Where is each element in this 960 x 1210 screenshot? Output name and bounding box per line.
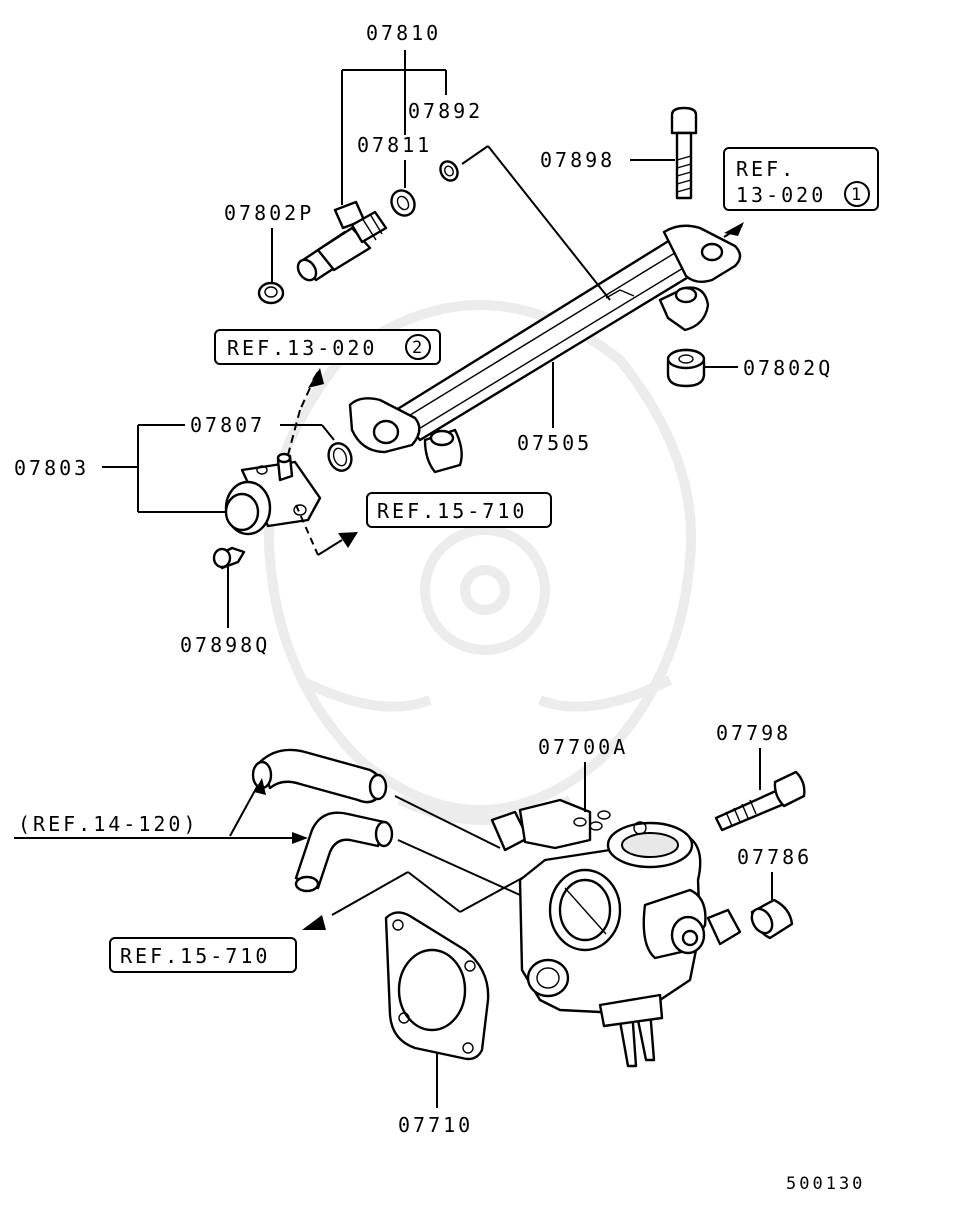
svg-text:07786: 07786 xyxy=(737,845,812,869)
fuel-injector xyxy=(296,200,388,282)
hose-upper xyxy=(251,748,388,804)
arrow-to-ref-15-710-upper xyxy=(295,504,358,556)
fuel-rail-07505 xyxy=(348,224,742,474)
svg-text:13-020: 13-020 xyxy=(736,183,826,207)
callout-07802Q: 07802Q xyxy=(705,356,833,380)
svg-text:1: 1 xyxy=(851,185,864,205)
callout-07710: 07710 xyxy=(398,1052,473,1137)
svg-text:07807: 07807 xyxy=(190,413,265,437)
ref-14-120-label[interactable]: (REF.14-120) xyxy=(18,812,199,836)
callout-07798: 07798 xyxy=(716,721,791,790)
svg-text:07798: 07798 xyxy=(716,721,791,745)
svg-text:07505: 07505 xyxy=(517,431,592,455)
ref-13-020-1-box[interactable]: REF. 13-020 1 xyxy=(723,147,879,211)
callout-07505: 07505 xyxy=(517,362,592,455)
callout-07892: 07892 xyxy=(408,99,483,123)
o-ring-07892 xyxy=(439,160,459,182)
insulator-07802Q xyxy=(666,348,706,388)
callout-07786: 07786 xyxy=(737,845,812,905)
callout-07810: 07810 xyxy=(341,21,447,205)
svg-text:07898: 07898 xyxy=(540,148,615,172)
hose-lower xyxy=(294,811,394,893)
pressure-regulator-07803 xyxy=(224,452,322,536)
o-ring-07807 xyxy=(327,442,353,472)
svg-text:07811: 07811 xyxy=(357,133,432,157)
ref-14-120-leaders xyxy=(14,778,308,844)
bolt-07798 xyxy=(714,770,806,832)
svg-text:07710: 07710 xyxy=(398,1113,473,1137)
svg-text:(REF.14-120): (REF.14-120) xyxy=(18,812,199,836)
svg-text:500130: 500130 xyxy=(786,1174,865,1194)
callout-07807: 07807 xyxy=(138,413,335,441)
gasket-07710 xyxy=(384,911,490,1061)
callout-07802P: 07802P xyxy=(224,201,314,282)
diagram-id: 500130 xyxy=(786,1174,865,1194)
leader-07892 xyxy=(461,145,635,301)
throttle-body-07700A xyxy=(490,798,742,1068)
svg-text:07892: 07892 xyxy=(408,99,483,123)
ref-15-710-lower-box[interactable]: REF.15-710 xyxy=(109,937,297,973)
svg-text:REF.15-710: REF.15-710 xyxy=(120,944,270,968)
arrow-to-ref-13-020-2 xyxy=(287,368,324,456)
callout-07811: 07811 xyxy=(357,133,432,188)
callout-07700A: 07700A xyxy=(538,735,628,812)
svg-text:07802P: 07802P xyxy=(224,201,314,225)
svg-text:07700A: 07700A xyxy=(538,735,628,759)
svg-text:07802Q: 07802Q xyxy=(743,356,833,380)
svg-text:07803: 07803 xyxy=(14,456,89,480)
callout-07898Q: 07898Q xyxy=(180,566,270,657)
arrow-to-ref-13-020-1 xyxy=(723,222,744,238)
svg-text:REF.15-710: REF.15-710 xyxy=(377,499,527,523)
hose-leaders xyxy=(302,795,556,930)
svg-text:2: 2 xyxy=(412,338,425,358)
svg-text:REF.13-020: REF.13-020 xyxy=(227,336,377,360)
ref-13-020-2-box[interactable]: REF.13-020 2 xyxy=(214,329,441,365)
o-ring-07811 xyxy=(390,189,416,217)
watermark-emblem xyxy=(263,300,697,825)
callout-07803: 07803 xyxy=(14,425,226,513)
bolt-07898Q xyxy=(212,546,246,570)
svg-text:07898Q: 07898Q xyxy=(180,633,270,657)
insulator-07802P xyxy=(257,281,285,305)
svg-text:07810: 07810 xyxy=(366,21,441,45)
cap-07786 xyxy=(750,898,794,940)
callout-07898: 07898 xyxy=(540,148,675,172)
svg-text:REF.: REF. xyxy=(736,157,796,181)
ref-15-710-upper-box[interactable]: REF.15-710 xyxy=(366,492,552,528)
bolt-07898 xyxy=(670,106,698,200)
